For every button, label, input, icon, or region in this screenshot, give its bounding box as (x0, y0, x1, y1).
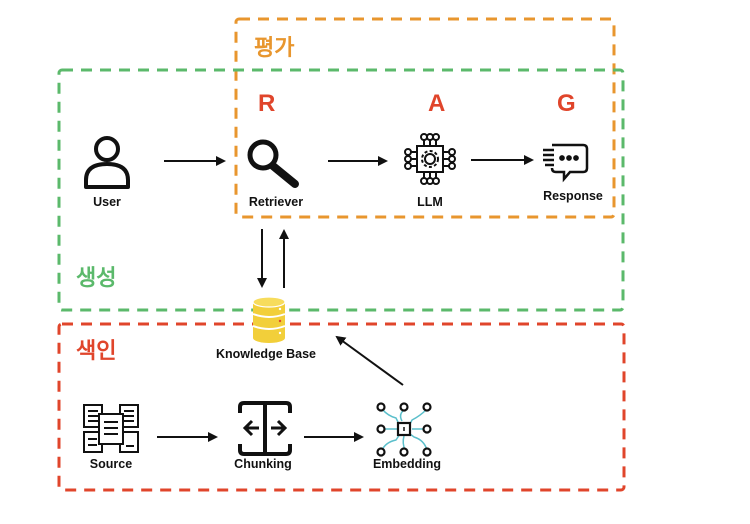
documents-icon (83, 404, 139, 453)
user-icon (84, 136, 130, 189)
arrow-embedding-to-knowledge-base (335, 335, 404, 386)
source-label: Source (90, 457, 132, 471)
indexing-section-box (57, 322, 626, 492)
circuit-icon (376, 402, 432, 457)
knowledge-base-label: Knowledge Base (216, 347, 316, 361)
generation-section-label: 생성 (76, 266, 116, 291)
chunking-label: Chunking (234, 457, 292, 471)
embedding-label: Embedding (373, 457, 441, 471)
user-label: User (93, 195, 121, 209)
generation-section-box (57, 68, 625, 312)
rag-letter-g: G (557, 90, 576, 117)
chat-bubble-icon (543, 143, 589, 183)
rag-letter-a: A (428, 90, 445, 117)
magnifier-icon (247, 139, 299, 188)
split-arrows-icon (238, 401, 292, 456)
database-icon (252, 296, 286, 343)
evaluation-section-label: 평가 (254, 36, 294, 61)
retriever-label: Retriever (249, 195, 303, 209)
response-label: Response (543, 189, 603, 203)
indexing-section-label: 색인 (76, 339, 116, 364)
evaluation-section-box (234, 17, 616, 219)
chip-gear-icon (404, 133, 456, 185)
llm-label: LLM (417, 195, 443, 209)
rag-letter-r: R (258, 90, 275, 117)
